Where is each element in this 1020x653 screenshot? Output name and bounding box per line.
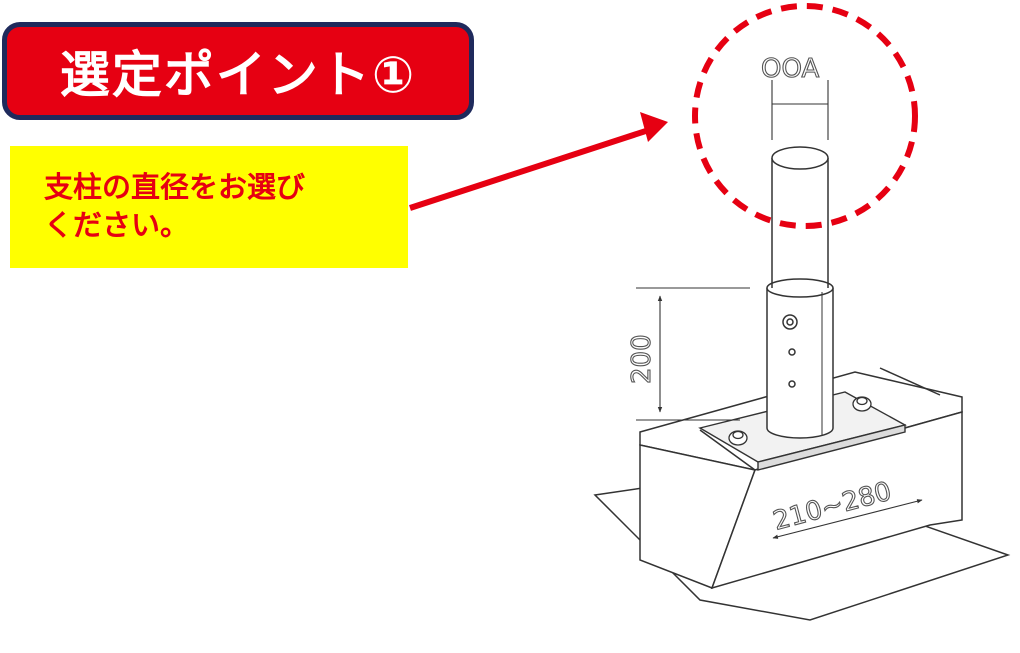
instruction-note: 支柱の直径をお選び ください。: [10, 146, 408, 268]
height-dimension: [636, 287, 750, 421]
width-dimension: [772, 499, 923, 539]
height-label: 200: [627, 334, 657, 384]
post-tube: [771, 146, 829, 288]
highlight-circle: [692, 3, 918, 229]
title-badge: 選定ポイント①: [2, 22, 474, 120]
title-text: 選定ポイント①: [59, 46, 417, 104]
pointer-arrow: [409, 112, 668, 211]
diameter-label: OOA: [761, 54, 819, 84]
instruction-line-2: ください。: [44, 208, 190, 242]
plate-bolts: [728, 396, 872, 446]
sleeve-tube: [766, 278, 834, 439]
instruction-line-1: 支柱の直径をお選び: [44, 170, 306, 204]
diameter-dimension: [771, 80, 829, 140]
